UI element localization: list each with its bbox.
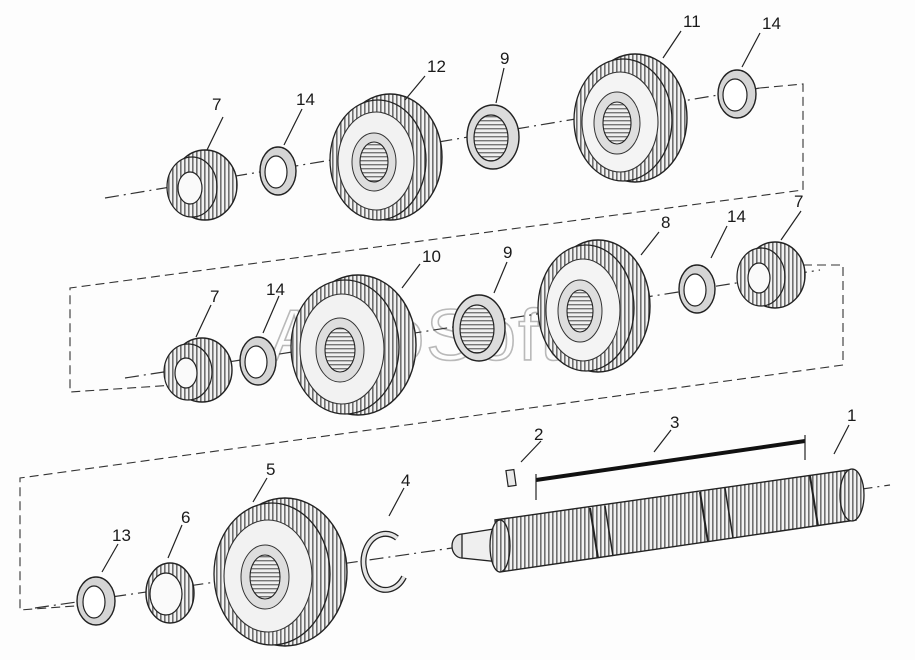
dimension-bar-3 xyxy=(535,435,806,500)
callout-4: 4 xyxy=(401,471,410,490)
needle-bearing-7-middle-right xyxy=(736,241,806,309)
snap-ring-4 xyxy=(360,530,407,593)
sync-ring-9-top xyxy=(466,104,520,170)
callout-5: 5 xyxy=(266,460,275,479)
gear-12 xyxy=(329,93,443,221)
ring-14-row2-left xyxy=(239,336,277,386)
callout-11: 11 xyxy=(683,12,701,31)
callout-9-top: 9 xyxy=(500,49,509,68)
callout-6: 6 xyxy=(181,508,190,527)
callout-1: 1 xyxy=(847,406,856,425)
gear-10 xyxy=(290,274,417,416)
callout-14-row1-left: 14 xyxy=(296,90,315,109)
callout-14-row2-right: 14 xyxy=(727,207,746,226)
leader-lines xyxy=(101,30,850,573)
needle-bearing-7-middle-left xyxy=(163,337,233,403)
callout-14-row2-left: 14 xyxy=(266,280,285,299)
gear-5 xyxy=(213,497,348,647)
callout-7-middle-right: 7 xyxy=(794,192,803,211)
callout-13: 13 xyxy=(112,526,131,545)
gear-6 xyxy=(145,562,195,624)
frame-top xyxy=(69,83,804,393)
callout-7-middle-left: 7 xyxy=(210,287,219,306)
ring-13 xyxy=(76,576,116,626)
gear-8 xyxy=(537,239,651,373)
ring-14-row2-right xyxy=(678,264,716,314)
needle-bearing-7-top xyxy=(166,149,238,221)
callout-12: 12 xyxy=(427,57,446,76)
callout-9-middle: 9 xyxy=(503,243,512,262)
sync-ring-9-middle xyxy=(452,294,506,362)
main-shaft-1 xyxy=(451,468,865,573)
callout-3: 3 xyxy=(670,413,679,432)
ring-14-row1-right xyxy=(717,69,757,119)
pin-2 xyxy=(505,468,517,488)
ring-14-row1-left xyxy=(259,146,297,196)
callout-2: 2 xyxy=(534,425,543,444)
callout-7-top: 7 xyxy=(212,95,221,114)
frame-middle xyxy=(19,264,844,611)
callout-14-row1-right: 14 xyxy=(762,14,781,33)
callout-10: 10 xyxy=(422,247,441,266)
gear-11 xyxy=(573,53,688,183)
callout-8: 8 xyxy=(661,213,670,232)
